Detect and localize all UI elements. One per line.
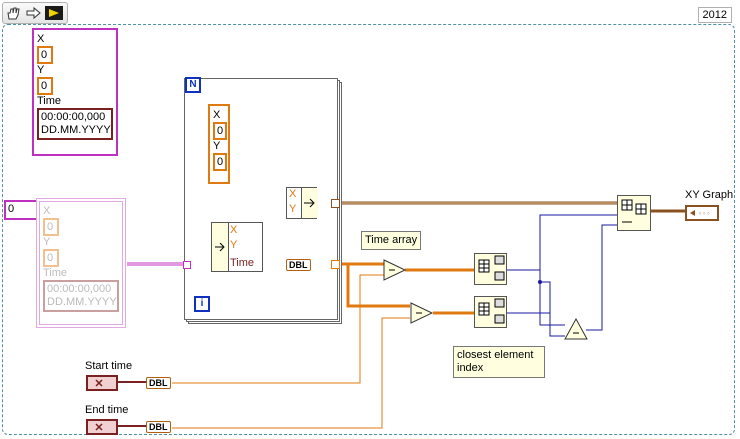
start-time-control[interactable] [86, 375, 118, 391]
graph-icon: ◦◦◦ [690, 210, 710, 218]
time-array-label: Time array [361, 231, 422, 250]
array-search-icon-1 [478, 255, 505, 281]
bundle-x: X [289, 188, 297, 200]
to-double-node[interactable]: DBL [286, 259, 311, 271]
xy-graph-terminal[interactable]: ◦◦◦ [685, 205, 719, 221]
time-line1: 00:00:00,000 [41, 111, 106, 123]
bundle-icon [301, 188, 318, 218]
inner-y-value[interactable]: 0 [213, 153, 227, 171]
end-time-control[interactable] [86, 419, 118, 435]
array-search-node-1[interactable] [474, 253, 507, 285]
array-search-node-2[interactable] [474, 296, 507, 328]
version-badge: 2012 [697, 7, 732, 23]
bundle-y: Y [289, 203, 297, 215]
unbundle-time: Time [230, 257, 255, 269]
xy-graph-label: XY Graph [685, 189, 734, 201]
inner-x-value[interactable]: 0 [213, 122, 227, 140]
run-arrow-icon[interactable] [45, 6, 63, 20]
cluster-time-value[interactable]: 00:00:00,000 DD.MM.YYYY [37, 108, 113, 140]
end-time-label: End time [85, 404, 129, 416]
cluster-x-value[interactable]: 0 [37, 46, 53, 64]
array-time-line1: 00:00:00,000 [47, 283, 112, 295]
cluster-x-label: X [37, 33, 45, 45]
cluster-y-label: Y [37, 64, 45, 76]
loop-output-tunnel-xy [331, 199, 340, 208]
timestamp-icon [95, 379, 103, 387]
array-x-label: X [43, 205, 51, 217]
wire-start [172, 274, 384, 384]
array-subset-icon [621, 199, 647, 223]
cluster-y-value[interactable]: 0 [37, 77, 53, 95]
toolbar: 2012 [0, 0, 740, 24]
unbundle-by-name[interactable]: X Y Time [211, 222, 263, 272]
svg-text:◦◦◦: ◦◦◦ [698, 210, 710, 218]
loop-input-tunnel [183, 261, 191, 269]
cluster-array-constant[interactable]: X 0 Y 0 Time 00:00:00,000 DD.MM.YYYY [36, 198, 126, 328]
wire-index1 [507, 214, 618, 271]
cluster-time-label: Time [37, 95, 62, 107]
inner-y-label: Y [213, 140, 221, 152]
start-to-double[interactable]: DBL [146, 377, 171, 389]
wire-end [172, 317, 410, 429]
inner-x-label: X [213, 109, 221, 121]
block-diagram [2, 24, 735, 435]
unbundle-y: Y [230, 239, 238, 251]
unbundle-x: X [230, 224, 238, 236]
loop-output-tunnel-time [331, 260, 340, 269]
timestamp-icon [95, 423, 103, 431]
subtract-node-2[interactable] [410, 302, 434, 324]
hand-icon[interactable] [5, 6, 23, 20]
array-x-value[interactable]: 0 [43, 218, 59, 236]
array-time-label: Time [43, 267, 68, 279]
array-time-value[interactable]: 00:00:00,000 DD.MM.YYYY [43, 280, 119, 312]
array-time-line2: DD.MM.YYYY [47, 296, 117, 308]
bundle-by-name[interactable]: X Y [286, 187, 318, 219]
end-to-double[interactable]: DBL [146, 421, 171, 433]
cluster-constant-top[interactable]: X 0 Y 0 Time 00:00:00,000 DD.MM.YYYY [32, 28, 118, 156]
loop-count-terminal[interactable]: N [185, 77, 201, 93]
subtract-node-3[interactable] [564, 318, 588, 340]
array-y-value[interactable]: 0 [43, 249, 59, 267]
loop-index-terminal: i [194, 296, 210, 312]
time-line2: DD.MM.YYYY [41, 124, 111, 136]
step-arrow-icon[interactable] [25, 6, 43, 20]
array-y-label: Y [43, 236, 51, 248]
array-index-value: 0 [8, 203, 15, 215]
array-subset-node[interactable] [617, 195, 651, 231]
closest-element-label: closest element index [453, 346, 545, 378]
start-time-label: Start time [85, 360, 133, 372]
run-controls [2, 2, 68, 24]
array-index[interactable]: 0 [4, 200, 38, 220]
end-time-wire [116, 425, 146, 427]
subtract-node-1[interactable] [383, 259, 407, 281]
unbundle-icon [212, 223, 229, 271]
array-search-icon-2 [478, 298, 505, 324]
start-time-wire [116, 381, 146, 383]
cluster-constant-inner[interactable]: X 0 Y 0 [208, 104, 230, 184]
